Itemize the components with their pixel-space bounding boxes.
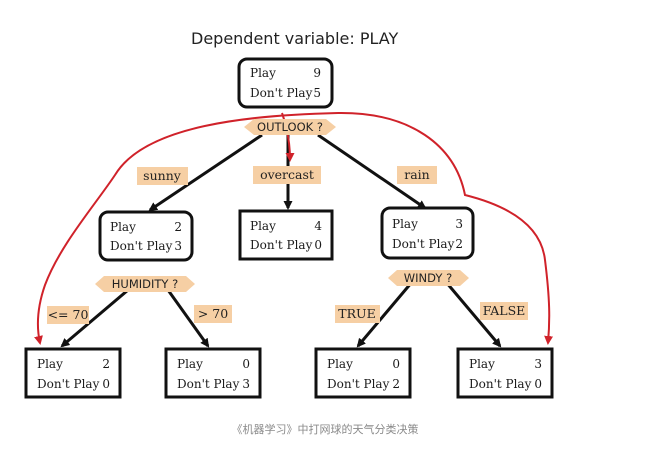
- node-play-label: Play: [250, 66, 276, 80]
- node-dontplay-label: Don't Play: [37, 377, 100, 391]
- label-rain: rain: [397, 166, 437, 184]
- node-dontplay-label: Don't Play: [469, 377, 532, 391]
- windy-question-text: WINDY ?: [404, 271, 452, 285]
- node-play-label: Play: [177, 357, 203, 371]
- windy-question: WINDY ?: [388, 270, 469, 286]
- node-play-count: 0: [242, 357, 250, 371]
- node-play-label: Play: [392, 217, 418, 231]
- node-dontplay-count: 0: [314, 238, 322, 252]
- leaf-windy-false: Play 3 Don't Play 0: [456, 347, 554, 399]
- diagram-title: Dependent variable: PLAY: [191, 29, 398, 48]
- node-play-label: Play: [469, 357, 495, 371]
- node-dontplay-label: Don't Play: [250, 86, 313, 100]
- svg-text:rain: rain: [404, 167, 429, 182]
- node-dontplay-count: 2: [392, 377, 400, 391]
- node-dontplay-count: 3: [174, 239, 182, 253]
- svg-text:overcast: overcast: [260, 167, 314, 182]
- edge-root-sunny: [148, 133, 263, 212]
- rain-node: Play 3 Don't Play 2: [380, 206, 475, 260]
- outlook-question-text: OUTLOOK ?: [257, 120, 323, 134]
- svg-text:> 70: > 70: [198, 306, 228, 321]
- node-play-label: Play: [37, 357, 63, 371]
- svg-text:TRUE: TRUE: [338, 306, 375, 321]
- svg-text:sunny: sunny: [143, 168, 182, 183]
- humidity-question-text: HUMIDITY ?: [112, 277, 178, 291]
- node-play-count: 9: [313, 66, 321, 80]
- node-play-count: 2: [174, 220, 182, 234]
- leaf-humidity-low: Play 2 Don't Play 0: [24, 347, 122, 399]
- label-overcast: overcast: [253, 166, 321, 184]
- leaf-windy-true: Play 0 Don't Play 2: [314, 347, 412, 399]
- node-play-count: 3: [455, 217, 463, 231]
- label-humidity-low: <= 70: [47, 306, 89, 324]
- sunny-node: Play 2 Don't Play 3: [98, 210, 194, 262]
- node-play-label: Play: [327, 357, 353, 371]
- edge-sunny-low: [60, 288, 129, 348]
- overcast-node: Play 4 Don't Play 0: [238, 209, 334, 261]
- node-play-count: 3: [534, 357, 542, 371]
- figure-caption: 《机器学习》中打网球的天气分类决策: [232, 422, 419, 436]
- node-dontplay-label: Don't Play: [110, 239, 173, 253]
- edge-sunny-high: [166, 289, 210, 348]
- svg-text:<= 70: <= 70: [48, 307, 89, 322]
- tree-edges: [60, 133, 502, 348]
- node-dontplay-count: 2: [455, 237, 463, 251]
- root-node: Play 9 Don't Play 5: [237, 57, 334, 109]
- node-dontplay-label: Don't Play: [392, 237, 455, 251]
- label-windy-true: TRUE: [335, 305, 380, 323]
- label-windy-false: FALSE: [480, 302, 528, 320]
- outlook-question: OUTLOOK ?: [244, 119, 336, 135]
- red-traversal-path: [34, 111, 554, 345]
- node-dontplay-count: 0: [102, 377, 110, 391]
- node-dontplay-count: 3: [242, 377, 250, 391]
- node-dontplay-label: Don't Play: [327, 377, 390, 391]
- edge-root-rain: [317, 133, 427, 210]
- node-dontplay-label: Don't Play: [177, 377, 240, 391]
- node-play-label: Play: [250, 219, 276, 233]
- edge-rain-true: [356, 281, 414, 348]
- node-play-label: Play: [110, 220, 136, 234]
- node-dontplay-count: 0: [534, 377, 542, 391]
- label-sunny: sunny: [137, 167, 188, 185]
- node-play-count: 0: [392, 357, 400, 371]
- leaf-humidity-high: Play 0 Don't Play 3: [164, 347, 262, 399]
- svg-text:FALSE: FALSE: [483, 303, 526, 318]
- node-dontplay-count: 5: [313, 86, 321, 100]
- node-dontplay-label: Don't Play: [250, 238, 313, 252]
- label-humidity-high: > 70: [194, 305, 232, 323]
- humidity-question: HUMIDITY ?: [95, 276, 195, 292]
- edge-rain-false: [444, 281, 502, 348]
- node-play-count: 2: [102, 357, 110, 371]
- node-play-count: 4: [314, 219, 322, 233]
